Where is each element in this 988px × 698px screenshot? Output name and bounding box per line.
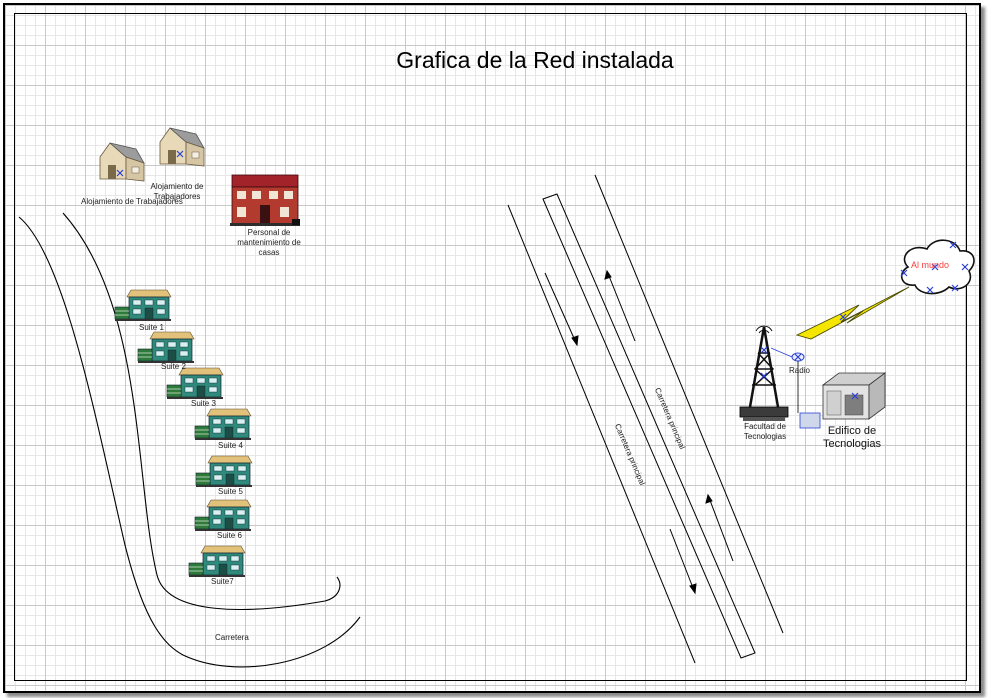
suite-4-icon <box>194 408 252 441</box>
suite-3-label: Suite 3 <box>191 399 216 408</box>
suite-6-icon <box>194 499 252 532</box>
secondary-road-outer <box>18 216 361 668</box>
main-road-edge-left <box>507 204 696 664</box>
main-road-median <box>542 193 756 659</box>
cloud-label: Al mundo <box>911 260 950 270</box>
tech-building-icon <box>821 372 887 420</box>
worker-house-1-label: Alojamiento de Trabajadores <box>81 197 183 206</box>
suite-1-icon <box>114 289 172 322</box>
network-diagram <box>18 127 975 668</box>
diagram-canvas: Grafica de la Red instalada <box>3 3 981 693</box>
cloud-icon <box>900 239 975 295</box>
faculty-label: Facultad de Tecnologias <box>743 422 787 441</box>
maintenance-building-icon <box>230 174 300 226</box>
suite-3-icon <box>166 367 224 400</box>
lightning-bolt-icon <box>795 286 910 340</box>
main-road-edge-right <box>594 174 784 634</box>
suite-4-label: Suite 4 <box>218 441 243 450</box>
diagram-title: Grafica de la Red instalada <box>396 47 674 73</box>
secondary-road-inner <box>62 212 341 610</box>
worker-house-2-icon <box>159 127 205 167</box>
suite-7-label: Suite7 <box>211 577 234 586</box>
suite-1-label: Suite 1 <box>139 323 164 332</box>
suite-5-icon <box>195 455 253 488</box>
suite-2-label: Suite 2 <box>161 362 186 371</box>
maintenance-label: Personal de mantenimiento de casas <box>237 228 301 257</box>
worker-house-2-label: Alojamiento de Trabajadores <box>150 182 204 201</box>
tech-building-label: Edifico de Tecnologias <box>822 425 882 450</box>
suite-7-icon <box>188 545 246 578</box>
radio-label: Radio <box>789 366 810 375</box>
suite-2-icon <box>137 331 195 364</box>
secondary-road-label: Carretera <box>215 633 249 642</box>
suite-6-label: Suite 6 <box>217 531 242 540</box>
radio-tower-icon <box>739 325 789 421</box>
page-border <box>14 13 967 681</box>
radio-unit-icon <box>770 347 821 429</box>
suite-5-label: Suite 5 <box>218 487 243 496</box>
traffic-arrows <box>544 269 734 595</box>
